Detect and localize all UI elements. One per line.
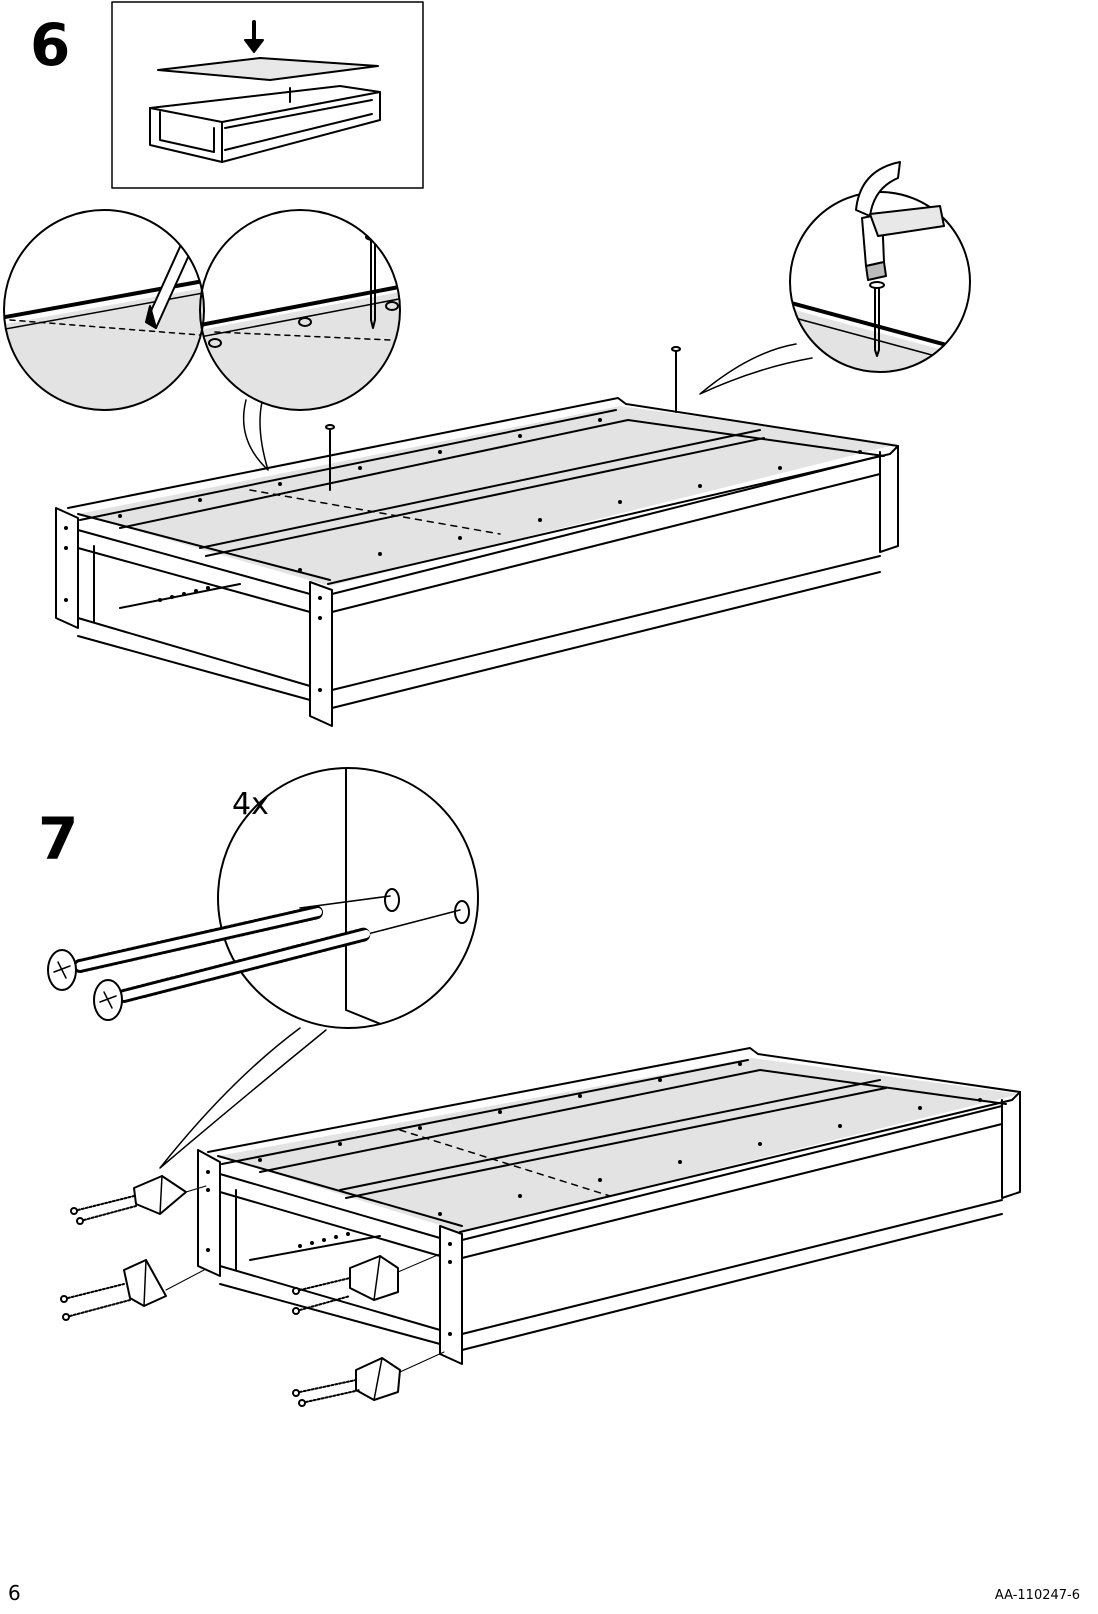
- screw-icon: [71, 1196, 136, 1224]
- step-6-number: 6: [30, 16, 70, 74]
- step-7-number: 7: [38, 810, 78, 868]
- pencil-detail-circle: [0, 210, 220, 420]
- corner-block-icon: [350, 1254, 440, 1300]
- step6-bed-frame: [56, 347, 898, 726]
- document-code: AA-110247-6: [995, 1588, 1080, 1603]
- screw-quantity-label: 4x: [232, 790, 269, 820]
- screw-icon: [293, 1380, 360, 1406]
- inset-board: [158, 58, 378, 80]
- inset-frame: [150, 86, 380, 162]
- page-number: 6: [8, 1581, 21, 1605]
- step7-bed-frame: [61, 1048, 1020, 1406]
- corner-block-icon: [356, 1352, 444, 1400]
- nail-detail-circle: [200, 210, 420, 420]
- corner-block-icon: [134, 1176, 206, 1214]
- down-arrow-icon: [245, 22, 263, 52]
- hammer-icon: [856, 162, 944, 280]
- screw-icon: [61, 1284, 130, 1320]
- corner-block-icon: [124, 1260, 204, 1306]
- hammer-detail-circle: [700, 162, 980, 400]
- step6-inset-panel: [112, 2, 423, 188]
- nail-icon: [672, 347, 680, 412]
